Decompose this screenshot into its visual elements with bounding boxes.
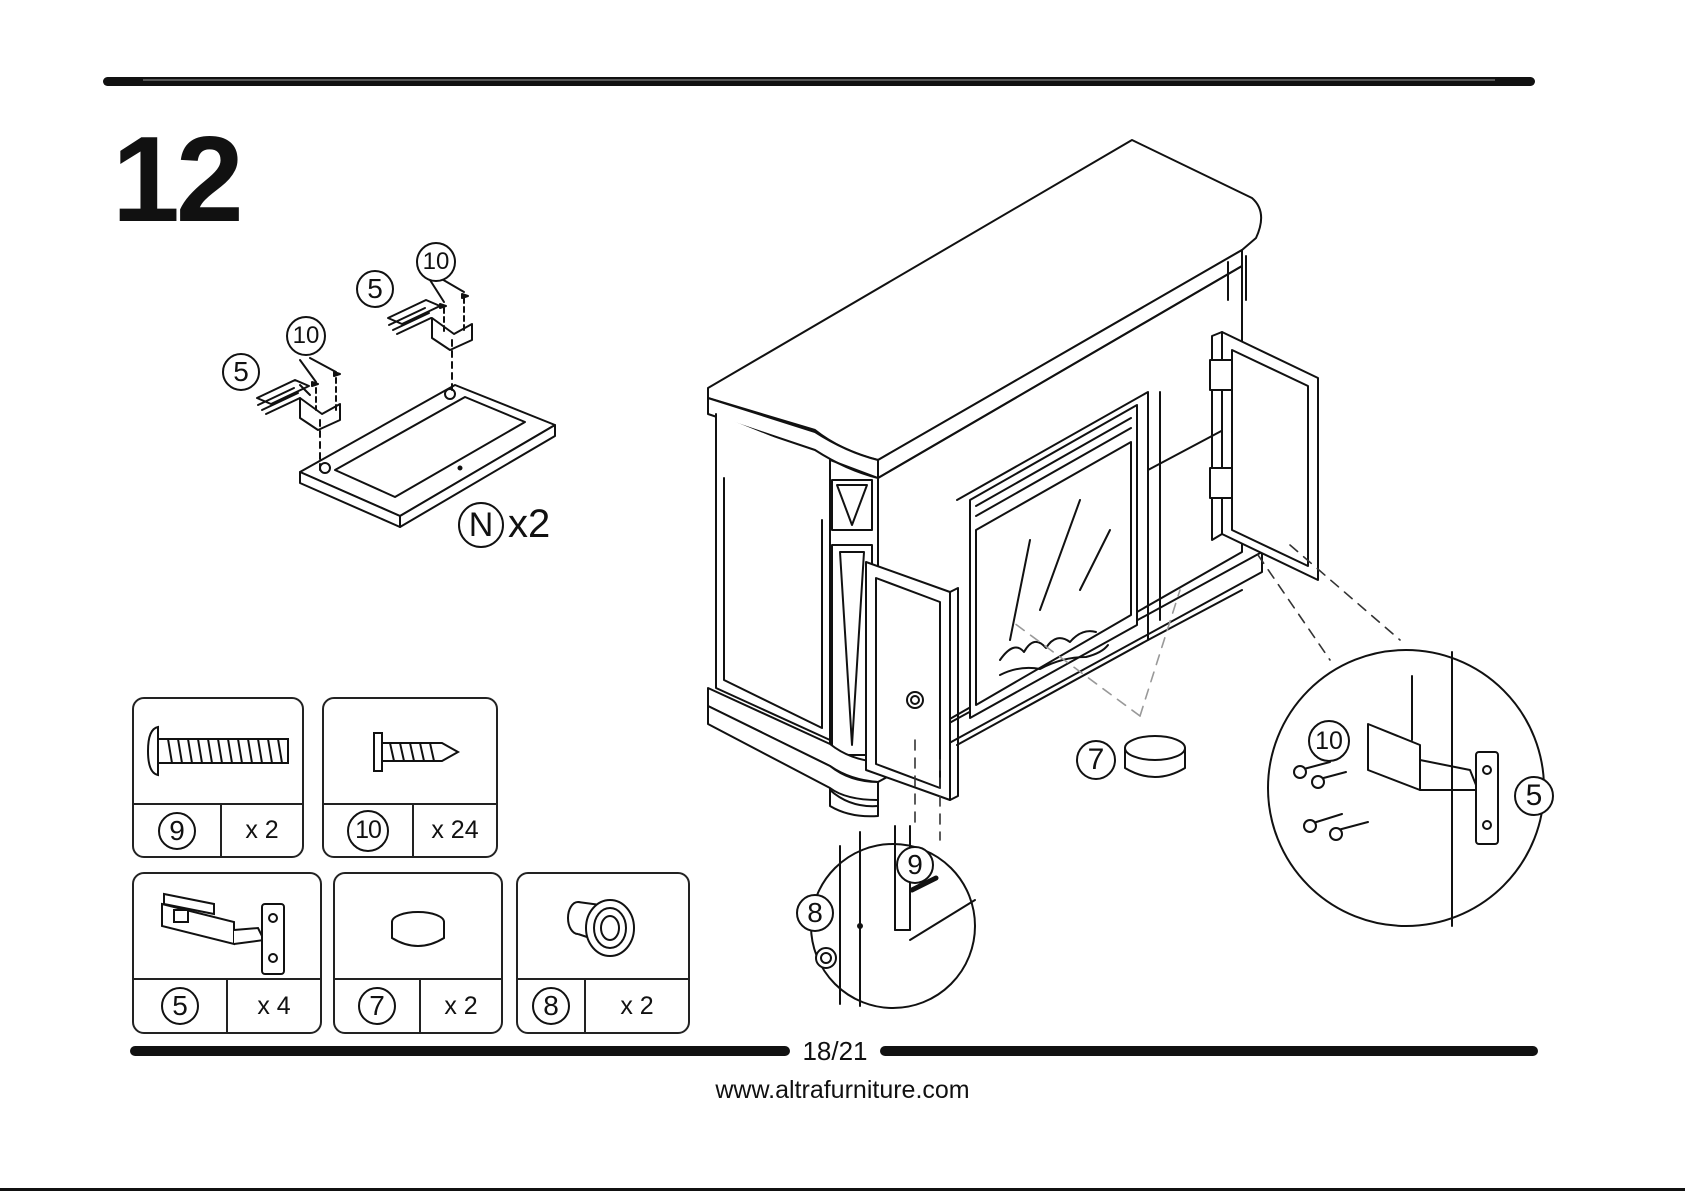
part-picture	[324, 699, 496, 805]
sub-assembly-quantity: x2	[508, 502, 550, 547]
footer-rule-left	[130, 1046, 790, 1056]
part-letter-badge: N	[458, 502, 504, 548]
part-card-8: 8 x 2	[516, 872, 690, 1034]
bolt-icon	[134, 699, 302, 803]
website-url: www.altrafurniture.com	[0, 1076, 1685, 1105]
hinge-detail-circle	[1268, 650, 1544, 926]
part-number: 5	[134, 980, 228, 1032]
hinge-drawing-right	[388, 278, 472, 390]
right-door	[1210, 332, 1318, 580]
part-picture	[335, 874, 501, 980]
part-card-7: 7 x 2	[333, 872, 503, 1034]
part-picture	[134, 874, 320, 980]
part-number: 8	[518, 980, 586, 1032]
part-picture	[518, 874, 688, 980]
callout-hinge-right: 5	[356, 270, 394, 308]
callout-hinge: 5	[1514, 776, 1554, 816]
hinge-drawing-left	[257, 358, 340, 470]
callout-screw-right: 10	[416, 242, 456, 282]
page-number: 18/21	[790, 1036, 880, 1067]
left-door	[866, 562, 958, 800]
part-quantity: x 2	[222, 805, 302, 856]
callout-knob: 8	[796, 894, 834, 932]
part-quantity: x 2	[421, 980, 501, 1032]
part-quantity: x 24	[414, 805, 496, 856]
hinge-icon	[134, 874, 320, 978]
part-card-10: 10 x 24	[322, 697, 498, 858]
part-card-5: 5 x 4	[132, 872, 322, 1034]
part-number: 7	[335, 980, 421, 1032]
callout-screw-left: 10	[286, 316, 326, 356]
callout-hinge-left: 5	[222, 353, 260, 391]
screw-icon	[324, 699, 496, 803]
knob-detail-circle	[811, 826, 975, 1008]
part-number: 9	[134, 805, 222, 856]
felt-pad-drawing	[1125, 736, 1185, 777]
part-number: 10	[324, 805, 414, 856]
felt-pad-icon	[335, 874, 501, 978]
cabinet-drawing	[708, 140, 1318, 816]
footer-rule-right	[880, 1046, 1538, 1056]
callout-felt-pad: 7	[1076, 740, 1116, 780]
part-picture	[134, 699, 302, 805]
part-quantity: x 4	[228, 980, 320, 1032]
part-card-9: 9 x 2	[132, 697, 304, 858]
part-quantity: x 2	[586, 980, 688, 1032]
callout-hinge-screw: 10	[1308, 720, 1350, 762]
fireplace-insert	[970, 405, 1137, 718]
callout-knob-bolt: 9	[896, 846, 934, 884]
knob-icon	[518, 874, 688, 978]
